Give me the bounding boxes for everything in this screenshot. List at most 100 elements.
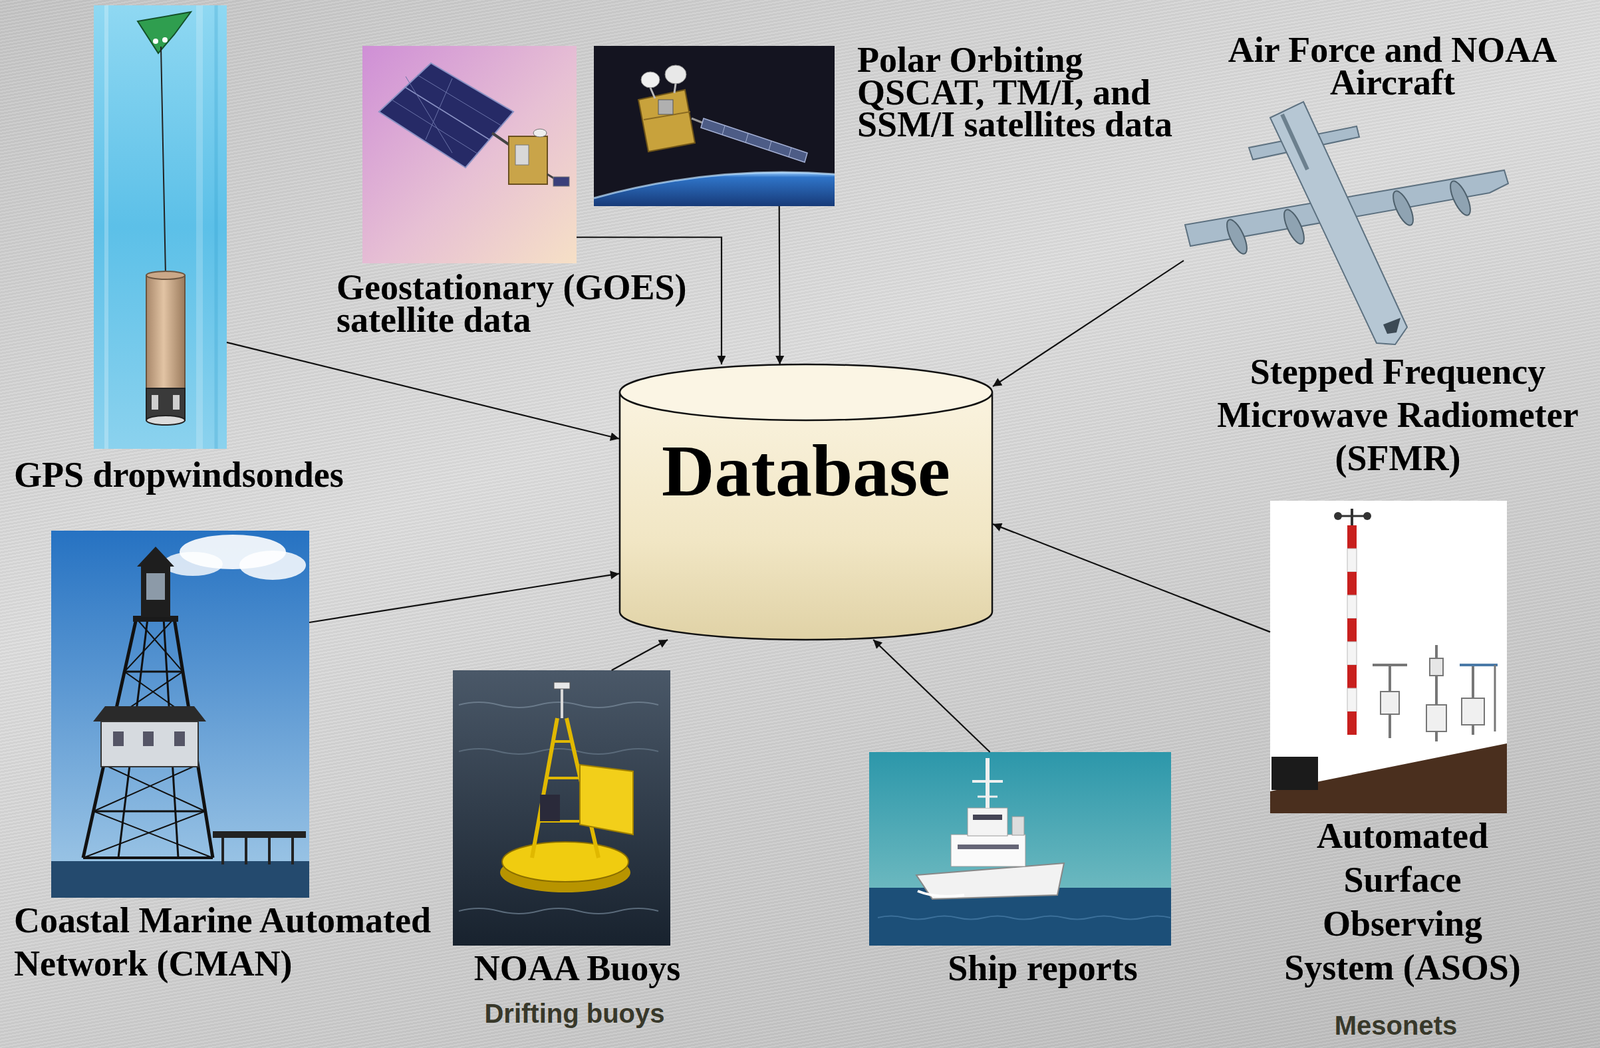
- dropwindsonde-picture-part: [160, 46, 166, 276]
- database-label: Database: [661, 430, 951, 512]
- ship-node: Ship reports: [869, 752, 1172, 946]
- polar-satellite-picture-part: [788, 147, 792, 157]
- lighthouse-picture: [51, 530, 310, 898]
- polar-satellite-picture-part: [658, 99, 673, 115]
- ship-picture-part: [950, 834, 1026, 867]
- aircraft-picture-part: [1280, 206, 1309, 247]
- weather-station-picture-part: [1333, 512, 1342, 521]
- weather-station-picture: [1270, 500, 1507, 814]
- geostationary-satellite-picture-part: [425, 78, 453, 140]
- lighthouse-picture-part: [51, 861, 310, 898]
- arrow-connector: [873, 639, 990, 753]
- geostationary-satellite-picture-part: [533, 129, 547, 137]
- dropwindsonde-picture-part: [172, 395, 180, 410]
- ship-picture-part: [877, 916, 1171, 920]
- weather-station-picture-part: [1372, 663, 1408, 667]
- lighthouse-picture-part: [93, 810, 206, 813]
- lighthouse-picture-part: [83, 856, 213, 860]
- arrow-connector: [309, 573, 620, 623]
- dropwindsonde-picture-part: [146, 271, 185, 280]
- polar-satellite-picture-part: [638, 89, 695, 152]
- geostationary-satellite-picture-part: [391, 99, 478, 154]
- aircraft-picture-part: [1389, 188, 1418, 228]
- source-label: GPS dropwindsondes: [13, 453, 413, 497]
- dropwindsonde-picture-part: [146, 415, 185, 425]
- aircraft-picture-part: [1222, 216, 1251, 257]
- ship-picture-part: [972, 780, 1003, 783]
- ship-picture-part: [967, 807, 1008, 836]
- arrow-connector: [611, 639, 668, 671]
- buoy-picture-part: [560, 684, 564, 719]
- buoy-picture-part: [579, 764, 634, 835]
- label-holder: Geostationary (GOES) satellite data: [336, 271, 723, 336]
- dropwindsonde-picture: [93, 5, 227, 449]
- ship-picture-part: [917, 891, 965, 897]
- lighthouse-picture-part: [101, 721, 199, 767]
- weather-station-picture-part: [1461, 698, 1485, 725]
- weather-station-picture-part: [1270, 500, 1507, 814]
- buoy-picture-part: [539, 794, 560, 822]
- polar-satellite-picture-part: [665, 65, 687, 84]
- dropwindsonde-picture-part: [151, 395, 159, 410]
- dropwindsonde-picture-part: [146, 275, 185, 389]
- polar-satellite-picture-part: [722, 125, 725, 135]
- ship-picture-part: [869, 752, 1172, 946]
- arrow-connector: [992, 260, 1184, 387]
- buoy-picture-part: [458, 748, 659, 755]
- weather-station-picture-part: [1347, 711, 1357, 735]
- geostationary-satellite-picture: [362, 45, 577, 264]
- label-holder: Mesonets: [1262, 1009, 1529, 1042]
- geostationary-satellite-picture-part: [404, 87, 490, 140]
- buoy-picture-part: [502, 841, 629, 882]
- weather-station-picture-part: [1363, 512, 1372, 521]
- source-label: Ship reports: [903, 946, 1183, 991]
- aircraft-picture-part: [1282, 114, 1308, 170]
- buoy-picture-part: [458, 702, 659, 708]
- connectors: [226, 206, 1271, 753]
- dropwindsonde-picture-part: [137, 11, 191, 54]
- aircraft-picture-part: [1270, 101, 1408, 345]
- aircraft-picture-part: [1383, 317, 1401, 334]
- label-holder: Ship reports: [903, 946, 1183, 991]
- lighthouse-picture-part: [83, 618, 206, 858]
- ship-picture-part: [916, 863, 1065, 900]
- label-holder: Polar Orbiting QSCAT, TM/I, and SSM/I sa…: [857, 43, 1203, 141]
- buoy-picture-part: [553, 682, 570, 689]
- polar-satellite-picture-part: [700, 118, 808, 163]
- weather-station-picture-part: [1380, 691, 1400, 715]
- label-holder: Stepped Frequency Microwave Radiometer (…: [1211, 350, 1585, 480]
- ship-picture-part: [1012, 816, 1025, 836]
- weather-station-picture-part: [1347, 665, 1357, 689]
- buoy-picture-part: [452, 670, 671, 946]
- polar-satellite-picture: [593, 45, 835, 207]
- source-label: Air Force and NOAA Aircraft: [1212, 33, 1573, 99]
- label-holder: Database: [619, 430, 993, 512]
- dropwindsonde-picture-part: [104, 5, 109, 449]
- lighthouse-picture-part: [93, 618, 213, 858]
- weather-station-picture-part: [1426, 704, 1447, 732]
- geostationary-satellite-picture-part: [417, 75, 502, 126]
- weather-station-picture-part: [1271, 756, 1319, 791]
- weather-station-picture-part: [1429, 658, 1444, 676]
- label-holder: Drifting buoys: [441, 997, 708, 1030]
- lighthouse-picture-part: [221, 837, 225, 865]
- label-holder: NOAA Buoys: [437, 946, 717, 991]
- polar-satellite-picture-part: [593, 172, 835, 199]
- buoy-picture-part: [532, 718, 558, 858]
- ship-picture-part: [957, 844, 1019, 850]
- weather-station-picture-part: [1337, 515, 1368, 518]
- dropwindsonde-picture-part: [93, 5, 227, 449]
- buoy-picture: [452, 670, 671, 946]
- asos-node: Automated Surface Observing System (ASOS…: [1270, 500, 1507, 814]
- label-holder: Automated Surface Observing System (ASOS…: [1269, 814, 1536, 991]
- lighthouse-picture-part: [140, 566, 171, 618]
- lighthouse-picture-part: [212, 831, 306, 838]
- source-label: NOAA Buoys: [437, 946, 717, 991]
- polar-satellite-picture-part: [674, 83, 676, 94]
- source-label: Geostationary (GOES) satellite data: [336, 271, 723, 336]
- aircraft-picture-part: [1446, 178, 1475, 218]
- geostationary-satellite-picture-part: [379, 63, 514, 168]
- polar-satellite-picture-part: [641, 71, 660, 88]
- weather-station-picture-part: [1347, 618, 1357, 642]
